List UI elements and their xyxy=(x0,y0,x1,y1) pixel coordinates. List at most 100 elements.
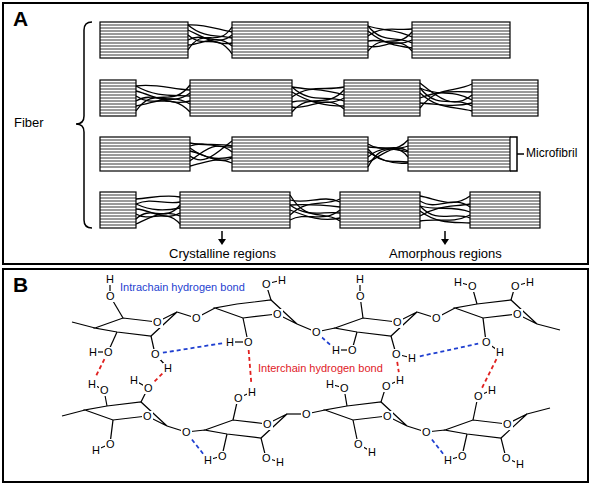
atom-label: H xyxy=(275,457,285,468)
amorphous-chain xyxy=(136,196,180,199)
atom-label: O xyxy=(353,439,364,450)
chain-line xyxy=(180,198,290,199)
chain-line xyxy=(190,83,292,84)
atom-label: H xyxy=(87,379,97,390)
arrow-line xyxy=(221,231,223,240)
chain-line xyxy=(190,92,292,93)
chain-line xyxy=(472,89,538,90)
crystalline-block xyxy=(344,80,420,116)
chain-line xyxy=(412,49,510,50)
chain-line xyxy=(408,167,510,168)
bond-type-label: Intrachain hydrogen bond xyxy=(120,281,245,293)
atom-label: O xyxy=(473,391,484,402)
amorphous-chain xyxy=(136,201,180,204)
chain-line xyxy=(340,201,420,202)
chain-line xyxy=(412,55,510,56)
hydrogen-bond xyxy=(96,359,105,377)
chain-line xyxy=(232,155,368,156)
chain-line xyxy=(100,113,136,114)
chain-line xyxy=(100,92,136,93)
chain-line xyxy=(100,52,188,53)
atom-label: H xyxy=(443,455,453,466)
crystalline-block xyxy=(470,192,540,228)
atom-label: O xyxy=(150,349,161,360)
chain-line xyxy=(100,104,136,105)
hydrogen-bond xyxy=(322,337,330,344)
atom-label: O xyxy=(512,309,523,320)
atom-label: O xyxy=(261,453,272,464)
chain-line xyxy=(180,219,290,220)
chain-line xyxy=(472,101,538,102)
chain-line xyxy=(180,225,290,226)
chain-line xyxy=(180,210,290,211)
chain-line xyxy=(472,110,538,111)
chain-line xyxy=(344,107,420,108)
chain-line xyxy=(408,140,510,141)
chain-line xyxy=(340,207,420,208)
amorphous-chain xyxy=(190,160,232,166)
atom-label: O xyxy=(391,349,402,360)
chain-line xyxy=(470,204,540,205)
chain-line xyxy=(100,83,136,84)
panel-box: A xyxy=(2,2,589,265)
chain-line xyxy=(100,195,136,196)
chain-line xyxy=(344,86,420,87)
amorphous-chain xyxy=(420,196,470,203)
arrow-line xyxy=(444,231,446,240)
chain-line xyxy=(100,146,190,147)
amorphous-chain xyxy=(290,210,340,220)
atom-label: O xyxy=(142,411,153,422)
amorphous-chain xyxy=(420,206,470,218)
chain-line xyxy=(180,222,290,223)
chain-line xyxy=(100,213,136,214)
chain-line xyxy=(340,195,420,196)
amorphous-chain xyxy=(190,148,232,158)
atom-label: O xyxy=(311,327,322,338)
chain-line xyxy=(470,195,540,196)
atom-label: H xyxy=(407,353,417,364)
amorphous-chain xyxy=(420,201,470,207)
chain-line xyxy=(232,55,368,56)
chain-line xyxy=(232,161,368,162)
glucose-ring xyxy=(335,312,417,336)
amorphous-chain xyxy=(136,86,190,96)
chain-line xyxy=(100,101,136,102)
bond-line xyxy=(527,408,550,414)
chain-line xyxy=(100,98,136,99)
chain-line xyxy=(344,110,420,111)
glucose-ring xyxy=(325,402,407,426)
atom-label: O xyxy=(105,291,116,302)
chain-line xyxy=(408,152,510,153)
chain-line xyxy=(100,155,190,156)
chain-line xyxy=(232,164,368,165)
chain-line xyxy=(344,98,420,99)
amorphous-chain xyxy=(368,149,408,162)
crystalline-block xyxy=(190,80,292,116)
chain-line xyxy=(412,34,510,35)
chain-line xyxy=(232,149,368,150)
crystalline-block xyxy=(100,192,136,228)
glucose-ring xyxy=(215,300,297,324)
atom-label: H xyxy=(105,274,115,285)
atom-label: H xyxy=(277,275,287,286)
chain-line xyxy=(472,86,538,87)
chain-line xyxy=(180,204,290,205)
atom-label: O xyxy=(152,317,163,328)
chain-line xyxy=(232,43,368,44)
hydrogen-bond xyxy=(154,374,163,383)
chain-line xyxy=(408,158,510,159)
glucose-ring xyxy=(85,402,167,426)
amorphous-chain xyxy=(420,88,472,106)
atom-label: O xyxy=(481,337,492,348)
chain-line xyxy=(180,201,290,202)
atom-label: O xyxy=(261,279,272,290)
chain-line xyxy=(344,104,420,105)
region-label: Crystalline regions xyxy=(169,247,276,261)
chain-line xyxy=(412,31,510,32)
chain-line xyxy=(232,46,368,47)
crystalline-block xyxy=(100,22,188,58)
chain-line xyxy=(340,222,420,223)
chain-line xyxy=(232,140,368,141)
arrow-head xyxy=(218,239,226,245)
